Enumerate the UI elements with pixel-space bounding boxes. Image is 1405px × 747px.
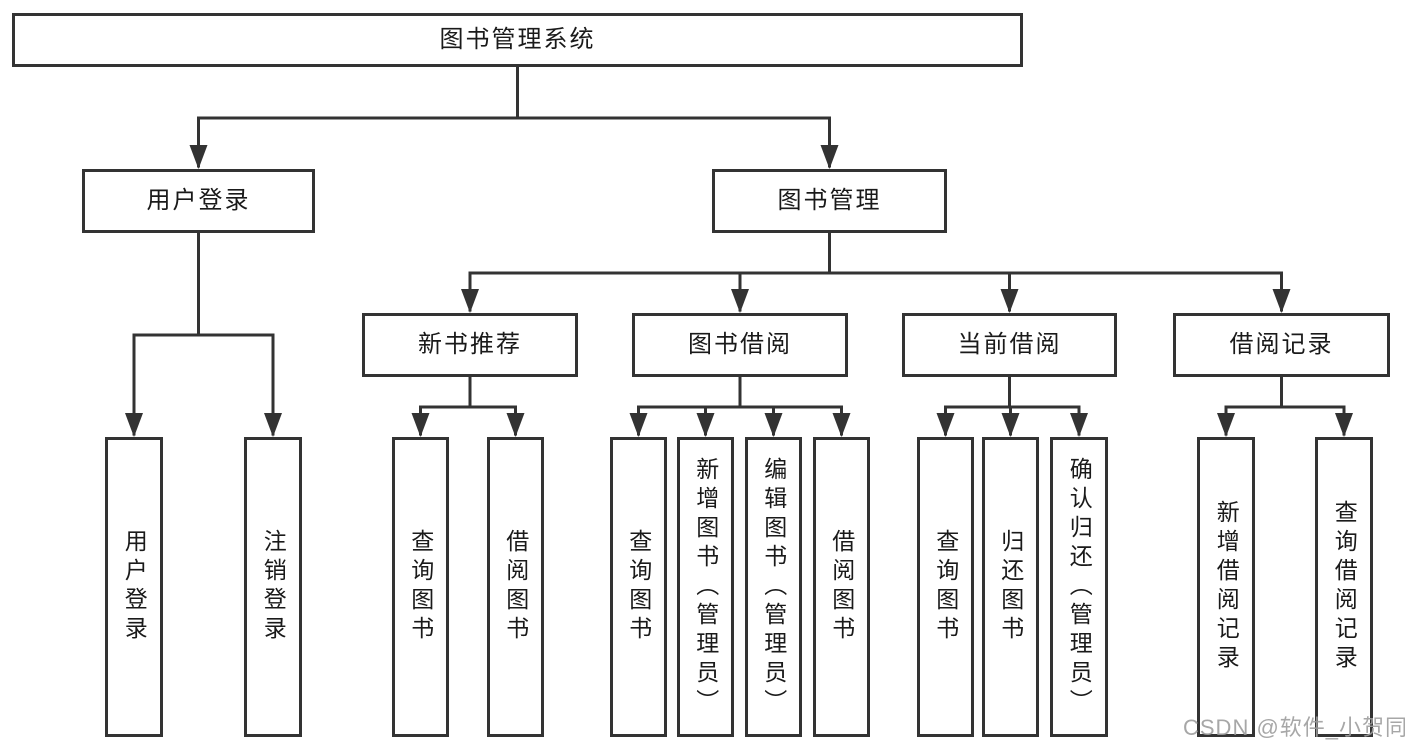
node-borrow-lend: 借阅图书: [813, 437, 870, 737]
node-login-logout: 注销登录: [244, 437, 302, 737]
node-record-query: 查询借阅记录: [1315, 437, 1373, 737]
node-current-return: 归还图书: [982, 437, 1039, 737]
node-borrow-edit: 编辑图书（管理员）: [745, 437, 802, 737]
node-current-query: 查询图书: [917, 437, 974, 737]
node-login: 用户登录: [82, 169, 315, 233]
node-borrow: 图书借阅: [632, 313, 848, 377]
node-login-user: 用户登录: [105, 437, 163, 737]
arrowhead-icons: [125, 145, 1353, 437]
node-record: 借阅记录: [1173, 313, 1390, 377]
node-newbook-query: 查询图书: [392, 437, 449, 737]
csdn-watermark: CSDN @软件_小贺同学: [1183, 715, 1405, 740]
node-current: 当前借阅: [902, 313, 1117, 377]
node-mgmt: 图书管理: [712, 169, 947, 233]
node-record-add: 新增借阅记录: [1197, 437, 1255, 737]
node-newbook-borrow: 借阅图书: [487, 437, 544, 737]
node-borrow-add: 新增图书（管理员）: [677, 437, 734, 737]
node-borrow-query: 查询图书: [610, 437, 667, 737]
node-root: 图书管理系统: [12, 13, 1023, 67]
node-current-confirm: 确认归还（管理员）: [1050, 437, 1108, 737]
node-newbook: 新书推荐: [362, 313, 578, 377]
